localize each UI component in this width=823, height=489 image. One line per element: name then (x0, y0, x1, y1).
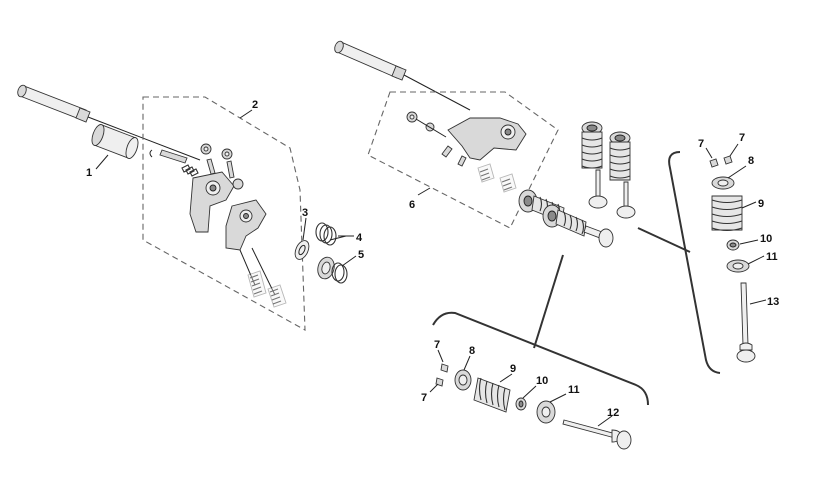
detail-bracket-right (668, 151, 721, 374)
callout-5: 5 (358, 249, 364, 261)
callout-11-lower: 11 (568, 384, 580, 396)
callout-3: 3 (302, 207, 308, 219)
callout-10-lower: 10 (536, 375, 548, 387)
valve-detail-lower[interactable] (435, 363, 632, 450)
link-line-right (637, 227, 691, 253)
leader-lines (95, 109, 767, 427)
valve-spring-pair-lower[interactable] (518, 189, 614, 248)
rocker-assembly-outline-2 (142, 96, 306, 331)
callout-7-lower-bottom: 7 (421, 392, 427, 404)
callout-8-lower: 8 (469, 345, 475, 357)
spring-retainer-part-5[interactable] (315, 255, 348, 284)
sleeve-part-1[interactable] (90, 123, 141, 160)
rocker-arm-assembly-2[interactable] (149, 143, 287, 308)
callout-1: 1 (86, 167, 92, 179)
callout-11-right: 11 (766, 251, 778, 263)
callout-9-lower: 9 (510, 363, 516, 375)
detail-bracket-lower (432, 311, 649, 406)
callout-7-lower-top: 7 (434, 339, 440, 351)
callout-6: 6 (409, 199, 415, 211)
callout-10-right: 10 (760, 233, 772, 245)
callout-8-right: 8 (748, 155, 754, 167)
rocker-shaft-left[interactable] (16, 84, 201, 161)
torsion-spring-part-4[interactable] (315, 222, 347, 246)
callout-2: 2 (252, 99, 258, 111)
washer-part-3[interactable] (292, 238, 311, 261)
callout-9-right: 9 (758, 198, 764, 210)
rocker-shaft-right[interactable] (333, 40, 471, 111)
rocker-assembly-outline-6 (367, 91, 559, 229)
callout-4: 4 (356, 232, 363, 244)
callout-12: 12 (607, 407, 619, 419)
rocker-arm-assembly-6[interactable] (406, 111, 527, 193)
valve-spring-pair-upper[interactable] (581, 121, 636, 219)
valve-detail-right[interactable] (709, 155, 756, 363)
callout-13: 13 (767, 296, 779, 308)
callout-7-right-a: 7 (698, 138, 704, 150)
callout-7-right-b: 7 (739, 132, 745, 144)
link-line-lower (533, 254, 564, 349)
